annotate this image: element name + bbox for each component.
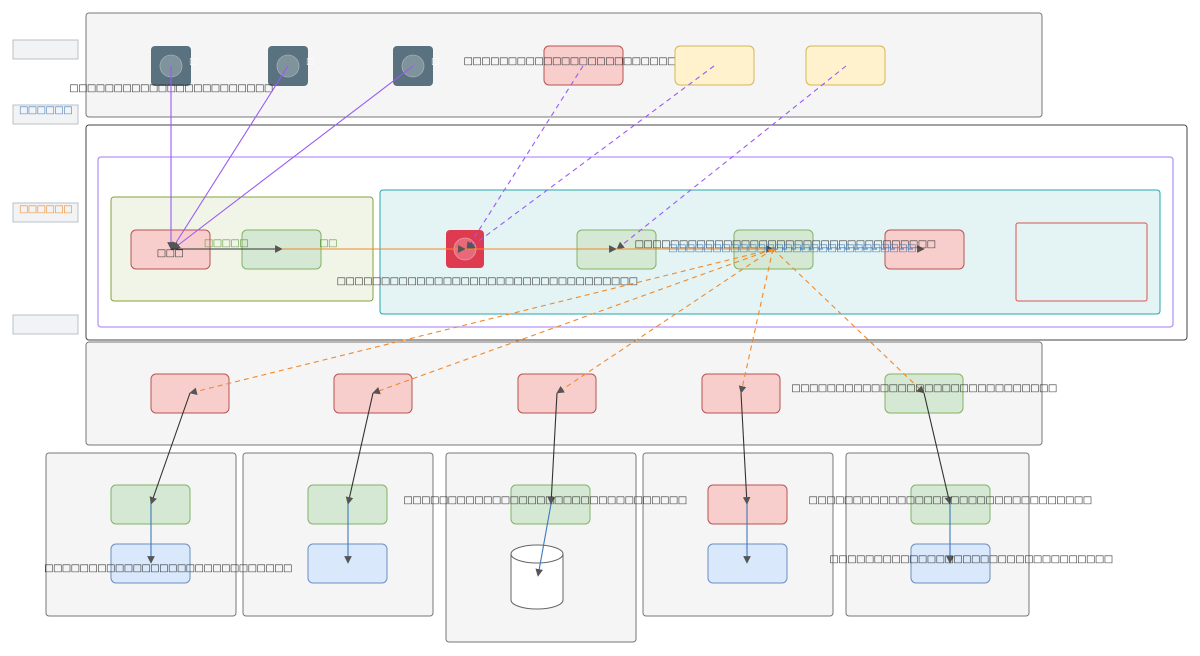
bottom-group-2 [242, 452, 434, 617]
gateway-caption: □□□□□□□□□□□□□□□□□□□□□□□□□□□□□□□□□□ [337, 276, 638, 287]
edge-service3-bottom3 [547, 392, 558, 505]
top-red-box-caption: □□□□□□□□□□□□□□□□□□□□□□□□□□□ [464, 56, 703, 67]
edge-service4-bottom4 [740, 392, 751, 505]
entry-box-label: □□□ [157, 248, 184, 259]
edge-service1-bottom1 [149, 392, 191, 505]
edge-yellow2-service [616, 65, 847, 250]
bottom-group-1-caption: □□□□□□□□□□□□□□□□□□□□□□□□□□□□ [44, 563, 292, 574]
hub-label-blue: □□□□□□□□□□□□□□□□□□□□□□□□□□□□ [668, 243, 916, 254]
side-label-3: □□□□□□ [19, 204, 72, 215]
bottom-group-5-caption-2: □□□□□□□□□□□□□□□□□□□□□□□□□□□□□□□□ [829, 554, 1112, 565]
edge-user3-entry [172, 65, 414, 250]
edge-hub-service3 [556, 248, 774, 394]
edge-hub-service1 [189, 248, 774, 396]
user-icon-2-text: □ [306, 57, 315, 67]
empty-red-frame [1015, 222, 1148, 302]
side-label-1-box [12, 39, 79, 60]
top-red-box[interactable] [543, 45, 624, 86]
hub-label-gray: □□□□□□□□□□□□□□□□□□□□□□□□□□□□□□□□□□ [635, 239, 936, 250]
bottom-group-3-caption: □□□□□□□□□□□□□□□□□□□□□□□□□□□□□□□□ [403, 495, 686, 506]
service-right-caption: □□□□□□□□□□□□□□□□□□□□□□□□□□□□□□ [791, 383, 1057, 394]
side-label-2-box [12, 104, 79, 125]
edge-topred-gateway [466, 65, 584, 250]
database-icon[interactable] [510, 544, 564, 610]
side-label-3-box [12, 202, 79, 223]
edge-bottom3-inner [535, 503, 552, 577]
edge-label-2: □□ [319, 238, 337, 249]
bottom-group-1 [45, 452, 237, 617]
edge-service5-bottom5 [923, 392, 953, 505]
user-icon-1-text: □ [189, 57, 198, 67]
edge-label-1: □□□□□ [204, 238, 248, 249]
core-purple-frame [97, 156, 1174, 328]
top-yellow-box-1[interactable] [674, 45, 755, 86]
edge-yellow1-gateway [467, 65, 715, 250]
bottom-group-5-caption: □□□□□□□□□□□□□□□□□□□□□□□□□□□□□□□□ [808, 495, 1091, 506]
side-label-2: □□□□□□ [19, 105, 72, 116]
user-icon-3-text: □ [431, 57, 440, 67]
edge-user2-entry [171, 65, 289, 250]
edge-hub-service5 [772, 248, 925, 394]
bottom-group-5 [845, 452, 1030, 617]
bottom-group-4 [642, 452, 834, 617]
edge-hub-service2 [372, 248, 774, 395]
side-label-4-box [12, 314, 79, 335]
edge-service2-bottom2 [345, 392, 374, 505]
top-yellow-box-2[interactable] [805, 45, 886, 86]
edge-hub-service4 [738, 248, 774, 394]
